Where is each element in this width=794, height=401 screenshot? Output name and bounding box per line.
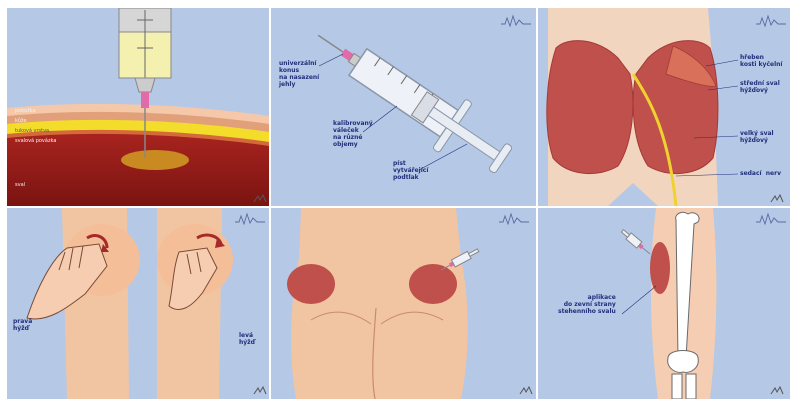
buttocks-illustration xyxy=(271,208,536,399)
panel-syringe: univerzální konus na nasazení jehly kali… xyxy=(271,8,536,206)
signature-icon xyxy=(770,194,784,204)
tissue-layers-illustration xyxy=(7,8,269,206)
label-kuze: kůže xyxy=(15,118,27,124)
label-svalova-povazka: svalová povázka xyxy=(15,138,56,144)
label-pokozka: pokožka xyxy=(15,108,36,114)
label-konus: univerzální konus na nasazení jehly xyxy=(279,60,319,88)
signature-icon xyxy=(770,386,784,396)
signature-icon xyxy=(253,386,267,396)
label-prava-hyzd: pravá hýžď xyxy=(13,318,32,332)
panel-buttocks xyxy=(271,208,536,399)
label-leva-hyzd: levá hýžď xyxy=(239,332,255,346)
panel-gluteal: hřeben kosti kyčelní střední sval hýžďov… xyxy=(538,8,790,206)
label-sval: sval xyxy=(15,182,25,188)
logo-icon xyxy=(499,14,533,28)
logo-icon xyxy=(754,212,788,226)
label-sedaci-nerv: sedací nerv xyxy=(740,170,781,177)
label-velky-sval: velký sval hýžďový xyxy=(740,130,774,144)
signature-icon xyxy=(519,386,533,396)
logo-icon xyxy=(497,212,531,226)
hands-illustration xyxy=(7,208,269,399)
label-pist: píst vytvářející podtlak xyxy=(393,160,428,181)
logo-icon xyxy=(754,14,788,28)
label-hreben: hřeben kosti kyčelní xyxy=(740,54,782,68)
label-valec: kalibrovaný váleček na různé objemy xyxy=(333,120,373,148)
label-aplikace: aplikace do zevní strany stehenního sval… xyxy=(558,294,616,315)
logo-icon xyxy=(233,212,267,226)
signature-icon xyxy=(253,194,267,204)
panel-tissue-layers: pokožka kůže tuková vrstva svalová pováz… xyxy=(7,8,269,206)
label-stredni-sval: střední sval hýžďový xyxy=(740,80,780,94)
label-tukova-vrstva: tuková vrstva xyxy=(15,128,49,134)
panel-thigh: aplikace do zevní strany stehenního sval… xyxy=(538,208,790,399)
panel-hands: pravá hýžď levá hýžď xyxy=(7,208,269,399)
